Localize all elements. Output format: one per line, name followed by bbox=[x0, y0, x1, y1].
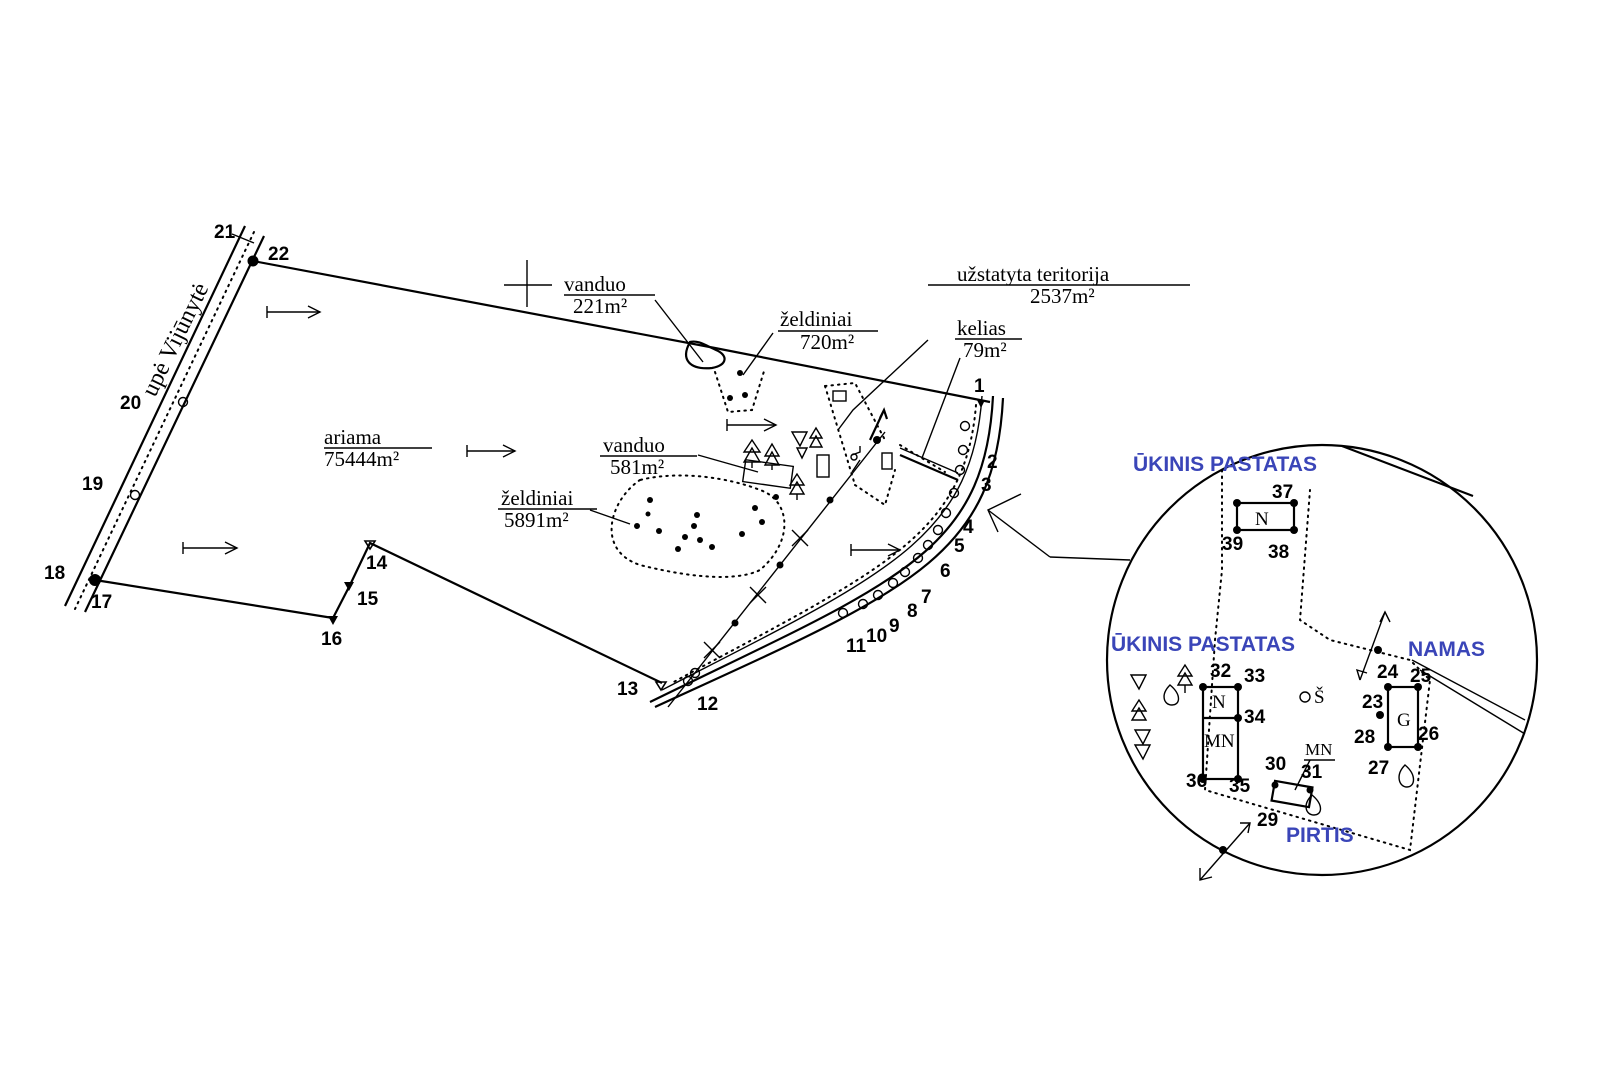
leader-line bbox=[589, 509, 631, 525]
building-code: N bbox=[1212, 692, 1226, 713]
point-number: 12 bbox=[697, 694, 718, 715]
inset-point-numbers: 23 24 25 26 27 28 29 30 31 32 33 34 35 3… bbox=[1186, 482, 1439, 831]
point-number: 13 bbox=[617, 679, 638, 700]
point-number: 29 bbox=[1257, 810, 1278, 831]
inset-annotations: ŪKINIS PASTATAS ŪKINIS PASTATAS NAMAS PI… bbox=[1111, 453, 1485, 847]
inset-road bbox=[1411, 659, 1526, 735]
point-number: 22 bbox=[268, 244, 289, 265]
land-use-area: 581m² bbox=[610, 455, 664, 479]
inset-tree-icons bbox=[1129, 663, 1415, 816]
area-label-vanduo-221: vanduo 221m² bbox=[564, 272, 655, 318]
main-plan-buildings bbox=[741, 390, 959, 490]
point-number: 4 bbox=[963, 517, 974, 538]
point-number: 31 bbox=[1301, 762, 1323, 783]
dotted-zones bbox=[610, 367, 946, 578]
area-label-ariama: ariama 75444m² bbox=[324, 425, 432, 471]
land-use-name: želdiniai bbox=[780, 307, 852, 331]
annotation-ukinis-pastatas: ŪKINIS PASTATAS bbox=[1133, 453, 1317, 476]
boundary-markers bbox=[89, 255, 971, 687]
point-number: 34 bbox=[1244, 707, 1266, 728]
building-g bbox=[1386, 685, 1420, 749]
point-number: 20 bbox=[120, 393, 141, 414]
point-number: 8 bbox=[907, 601, 918, 622]
tree-icons bbox=[742, 426, 824, 500]
point-number: 26 bbox=[1418, 724, 1439, 745]
arrows bbox=[182, 305, 1131, 561]
area-label-uzstatyta: užstatyta teritorija 2537m² bbox=[928, 262, 1190, 308]
annotation-ukinis-pastatas: ŪKINIS PASTATAS bbox=[1111, 633, 1295, 656]
point-number: 30 bbox=[1265, 754, 1286, 775]
leader-line bbox=[742, 332, 774, 376]
cross-marker bbox=[504, 260, 552, 307]
building-code: MN bbox=[1204, 731, 1235, 752]
parcel-boundary bbox=[89, 255, 1005, 708]
land-use-name: kelias bbox=[957, 316, 1006, 340]
leader-line bbox=[837, 339, 929, 431]
fence-line bbox=[667, 431, 886, 708]
point-number: 1 bbox=[974, 376, 985, 397]
land-use-area: 75444m² bbox=[324, 447, 399, 471]
land-use-name: ariama bbox=[324, 425, 382, 449]
pond-shape bbox=[685, 340, 726, 370]
point-number: 9 bbox=[889, 616, 900, 637]
building-code: G bbox=[1397, 710, 1411, 731]
point-number: 35 bbox=[1229, 776, 1251, 797]
point-number: 25 bbox=[1410, 666, 1432, 687]
point-number: 10 bbox=[866, 626, 887, 647]
point-number: 6 bbox=[940, 561, 951, 582]
point-number: 18 bbox=[44, 563, 65, 584]
river-strip bbox=[64, 225, 265, 613]
point-number: 24 bbox=[1377, 662, 1399, 683]
annotation-pirtis: PIRTIS bbox=[1286, 824, 1354, 847]
inset-detail: N N MN G MN Š bbox=[1105, 443, 1539, 881]
point-number: 3 bbox=[981, 475, 992, 496]
boundary-point-numbers: 1 2 3 4 5 6 7 8 9 10 11 12 13 14 15 16 1… bbox=[44, 222, 998, 715]
point-number: 2 bbox=[987, 452, 998, 473]
annotation-namas: NAMAS bbox=[1408, 638, 1485, 661]
land-use-area: 2537m² bbox=[1030, 284, 1095, 308]
building-code: N bbox=[1255, 509, 1269, 530]
area-label-kelias: kelias 79m² bbox=[955, 316, 1022, 362]
point-number: 38 bbox=[1268, 542, 1289, 563]
land-use-name: vanduo bbox=[603, 433, 665, 457]
leader-line bbox=[697, 454, 759, 473]
point-number: 37 bbox=[1272, 482, 1293, 503]
leader-line bbox=[921, 357, 961, 459]
land-use-name: užstatyta teritorija bbox=[957, 262, 1110, 286]
point-number: 28 bbox=[1354, 727, 1375, 748]
point-number: 19 bbox=[82, 474, 103, 495]
point-number: 39 bbox=[1222, 534, 1243, 555]
point-number: 33 bbox=[1244, 666, 1265, 687]
building-code: Š bbox=[1314, 686, 1325, 708]
point-number: 14 bbox=[366, 553, 388, 574]
point-number: 23 bbox=[1362, 692, 1383, 713]
land-use-area: 79m² bbox=[963, 338, 1007, 362]
point-number: 5 bbox=[954, 536, 965, 557]
land-use-name: želdiniai bbox=[501, 486, 573, 510]
point-number: 15 bbox=[357, 589, 379, 610]
point-number: 16 bbox=[321, 629, 342, 650]
point-number: 21 bbox=[214, 222, 236, 243]
area-label-zeldiniai-720: želdiniai 720m² bbox=[778, 307, 878, 354]
point-number: 11 bbox=[846, 636, 867, 657]
point-number: 32 bbox=[1210, 661, 1231, 682]
building-code: MN bbox=[1305, 740, 1332, 759]
building-n-mn bbox=[1201, 685, 1240, 781]
land-use-area: 720m² bbox=[800, 330, 854, 354]
point-number: 17 bbox=[91, 592, 112, 613]
leader-line bbox=[654, 299, 704, 363]
building-n-top bbox=[1235, 501, 1296, 532]
point-number: 36 bbox=[1186, 771, 1207, 792]
land-use-name: vanduo bbox=[564, 272, 626, 296]
area-label-zeldiniai-5891: želdiniai 5891m² bbox=[498, 486, 597, 532]
point-number: 27 bbox=[1368, 758, 1389, 779]
land-use-area: 5891m² bbox=[504, 508, 569, 532]
point-number: 7 bbox=[921, 587, 932, 608]
land-use-area: 221m² bbox=[573, 294, 627, 318]
area-label-vanduo-581: vanduo 581m² bbox=[600, 433, 697, 479]
